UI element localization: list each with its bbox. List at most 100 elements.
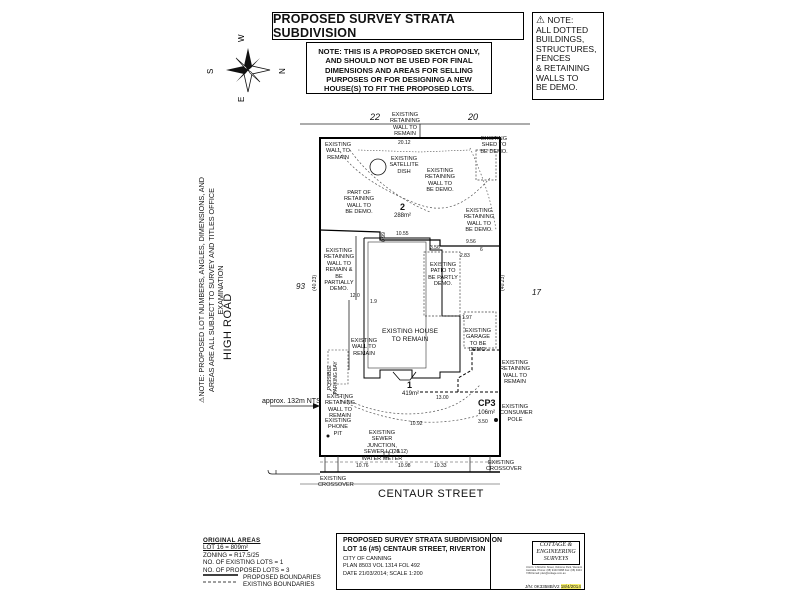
compass-rose-icon [226,48,271,93]
dim-1092: 10.92 [410,421,423,427]
company-logo: COTTAGE & ENGINEERING SURVEYS [532,541,580,565]
note-line: FENCES [536,53,571,64]
compass-s: S [206,69,215,74]
label-retain-left: EXISTING RETAINING WALL TO REMAIN & BE P… [324,248,355,293]
dim-19: 1.9 [370,299,377,305]
house-outline [363,237,461,379]
dim-1200: 12.0 [350,293,360,299]
parking-bay [327,349,349,385]
dim-1033: 10.33 [434,463,447,469]
note-line: & RETAINING [536,62,590,73]
legend-existing: EXISTING BOUNDARIES [243,581,315,589]
satellite-dish-icon [369,158,387,176]
title-block-date: DATE 21/03/2014; SCALE 1:200 [343,570,423,577]
company-panel [490,533,586,590]
page-title: PROPOSED SURVEY STRATA SUBDIVISION [272,12,524,40]
dim-top: 20.12 [398,140,411,146]
garage-outline [463,311,497,349]
dim-099: 0.99 [380,232,387,242]
label-shed: EXISTING SHED TO BE DEMO. [480,136,508,155]
shed-outline [475,149,497,181]
job-number-date: 18/4/2014 [560,584,581,589]
lot-1-number: 1 [407,380,413,390]
cp3-area: 106m² [478,410,496,416]
phone-pit-icon [326,434,330,438]
road-high-road: HIGH ROAD [222,293,234,360]
cp3-boundary [457,349,500,392]
label-retain-top: EXISTING RETAINING WALL TO REMAIN [389,112,421,138]
dim-350: 3.50 [478,419,488,425]
job-number-label: J/N: 0K3358B/V2 [525,584,560,589]
demo-note-box: ⚠ NOTE: ALL DOTTED BUILDINGS, STRUCTURES… [532,12,604,100]
label-retain-demo-right: EXISTING RETAINING WALL TO BE DEMO. [464,208,495,234]
compass-n: N [278,68,287,74]
warning-icon: ⚠ [536,15,545,26]
title-block: PROPOSED SURVEY STRATA SUBDIVISION ON LO… [336,533,585,590]
dim-house-top: 10.55 [396,231,409,237]
dim-1076: 10.76 [356,463,369,469]
note-line: NOTE: [547,15,574,25]
dim-bottom: (20.12) [392,449,408,455]
label-crossover-left: EXISTING CROSSOVER [318,476,354,489]
cp3-number: CP3 [478,398,496,408]
neighbour-17: 17 [532,288,541,297]
legend-line: NO. OF EXISTING LOTS = 1 [203,559,284,567]
legend-line: LOT 16 = 809m² [203,544,249,552]
neighbour-22: 22 [370,112,381,122]
label-sewer: EXISTING SEWER JUNCTION, SEWER I.O. & WA… [361,430,403,462]
label-consumer-pole: EXISTING CONSUMER POLE [500,404,533,423]
label-wall-remain-mid: EXISTING WALL TO REMAIN [350,338,378,357]
sketch-disclaimer: NOTE: THIS IS A PROPOSED SKETCH ONLY, AN… [306,42,492,94]
neighbour-93: 93 [296,282,305,291]
label-satellite: EXISTING SATELLITE DISH [389,156,419,175]
label-part-retain: PART OF RETAINING WALL TO BE DEMO. [344,190,375,216]
label-retain-bottom-left: EXISTING RETAINING WALL TO REMAIN [324,394,356,420]
dim-right: (40.23) [500,274,507,291]
neighbour-20: 20 [468,112,479,122]
compass-w: W [237,34,246,42]
note-line: ALL DOTTED [536,24,589,35]
label-phone-pit: EXISTING PHONE PIT [324,418,352,437]
legend: ORIGINAL AREAS LOT 16 = 809m² ZONING = R… [203,537,321,589]
label-retain-demo-top: EXISTING RETAINING WALL TO BE DEMO. [424,168,456,194]
note-line: WALLS TO [536,72,579,83]
dim-358: 3.56 [430,245,440,251]
dim-956: 9.56 [466,239,476,245]
lot-2-number: 2 [400,202,406,212]
legend-line: NO. OF PROPOSED LOTS = 3 [203,566,290,574]
title-block-city: CITY OF CANNING [343,556,392,562]
title-block-plan: PLAN 8503 VOL 1314 FOL 492 [343,563,420,570]
water-meter-icon [383,451,390,458]
dim-283: 2.83 [460,253,470,259]
legend-proposed: PROPOSED BOUNDARIES [243,574,321,582]
label-garage: EXISTING GARAGE TO BE DEMO. [464,328,492,354]
road-centaur-street: CENTAUR STREET [378,488,484,500]
lot-divider-upper [319,229,500,247]
job-number: J/N: 0K3358B/V2 18/4/2014 [525,584,581,589]
legend-line: ZONING = R17.5/25 [203,551,260,559]
label-house: EXISTING HOUSE TO REMAIN [381,328,439,343]
company-address: Unit 6 / 4 Minchin Street, Osborne Park,… [526,566,583,576]
consumer-pole-icon [494,418,498,422]
approx-distance: approx. 132m NTS [262,398,321,405]
label-crossover-right: EXISTING CROSSOVER [486,460,522,473]
note-line: BE DEMO. [536,82,578,93]
dim-left: (40.23) [312,274,319,291]
lot-boundary [319,137,501,457]
note-line: STRUCTURES, [536,43,597,54]
lot-1-area: 419m² [402,391,420,397]
note-line: BUILDINGS, [536,34,585,45]
label-wall-remain-tl: EXISTING WALL TO REMAIN [324,142,352,161]
label-retain-bottom-right: EXISTING RETAINING WALL TO REMAIN [500,360,531,386]
title-block-line1: PROPOSED SURVEY STRATA SUBDIVISION ON [343,537,503,544]
label-parking: POSSIBLE PARKING BAY [327,361,339,395]
compass-e: E [237,97,246,102]
dim-197: 1.97 [462,315,472,321]
label-patio: EXISTING PATIO TO BE PARTLY DEMO. [428,262,458,288]
patio-outline [423,251,461,317]
title-block-line2: LOT 16 (#5) CENTAUR STREET, RIVERTON [343,545,486,553]
dim-1300: 13.00 [436,395,449,401]
lot-2-area: 288m² [394,213,412,219]
dim-6: 6 [480,247,483,253]
